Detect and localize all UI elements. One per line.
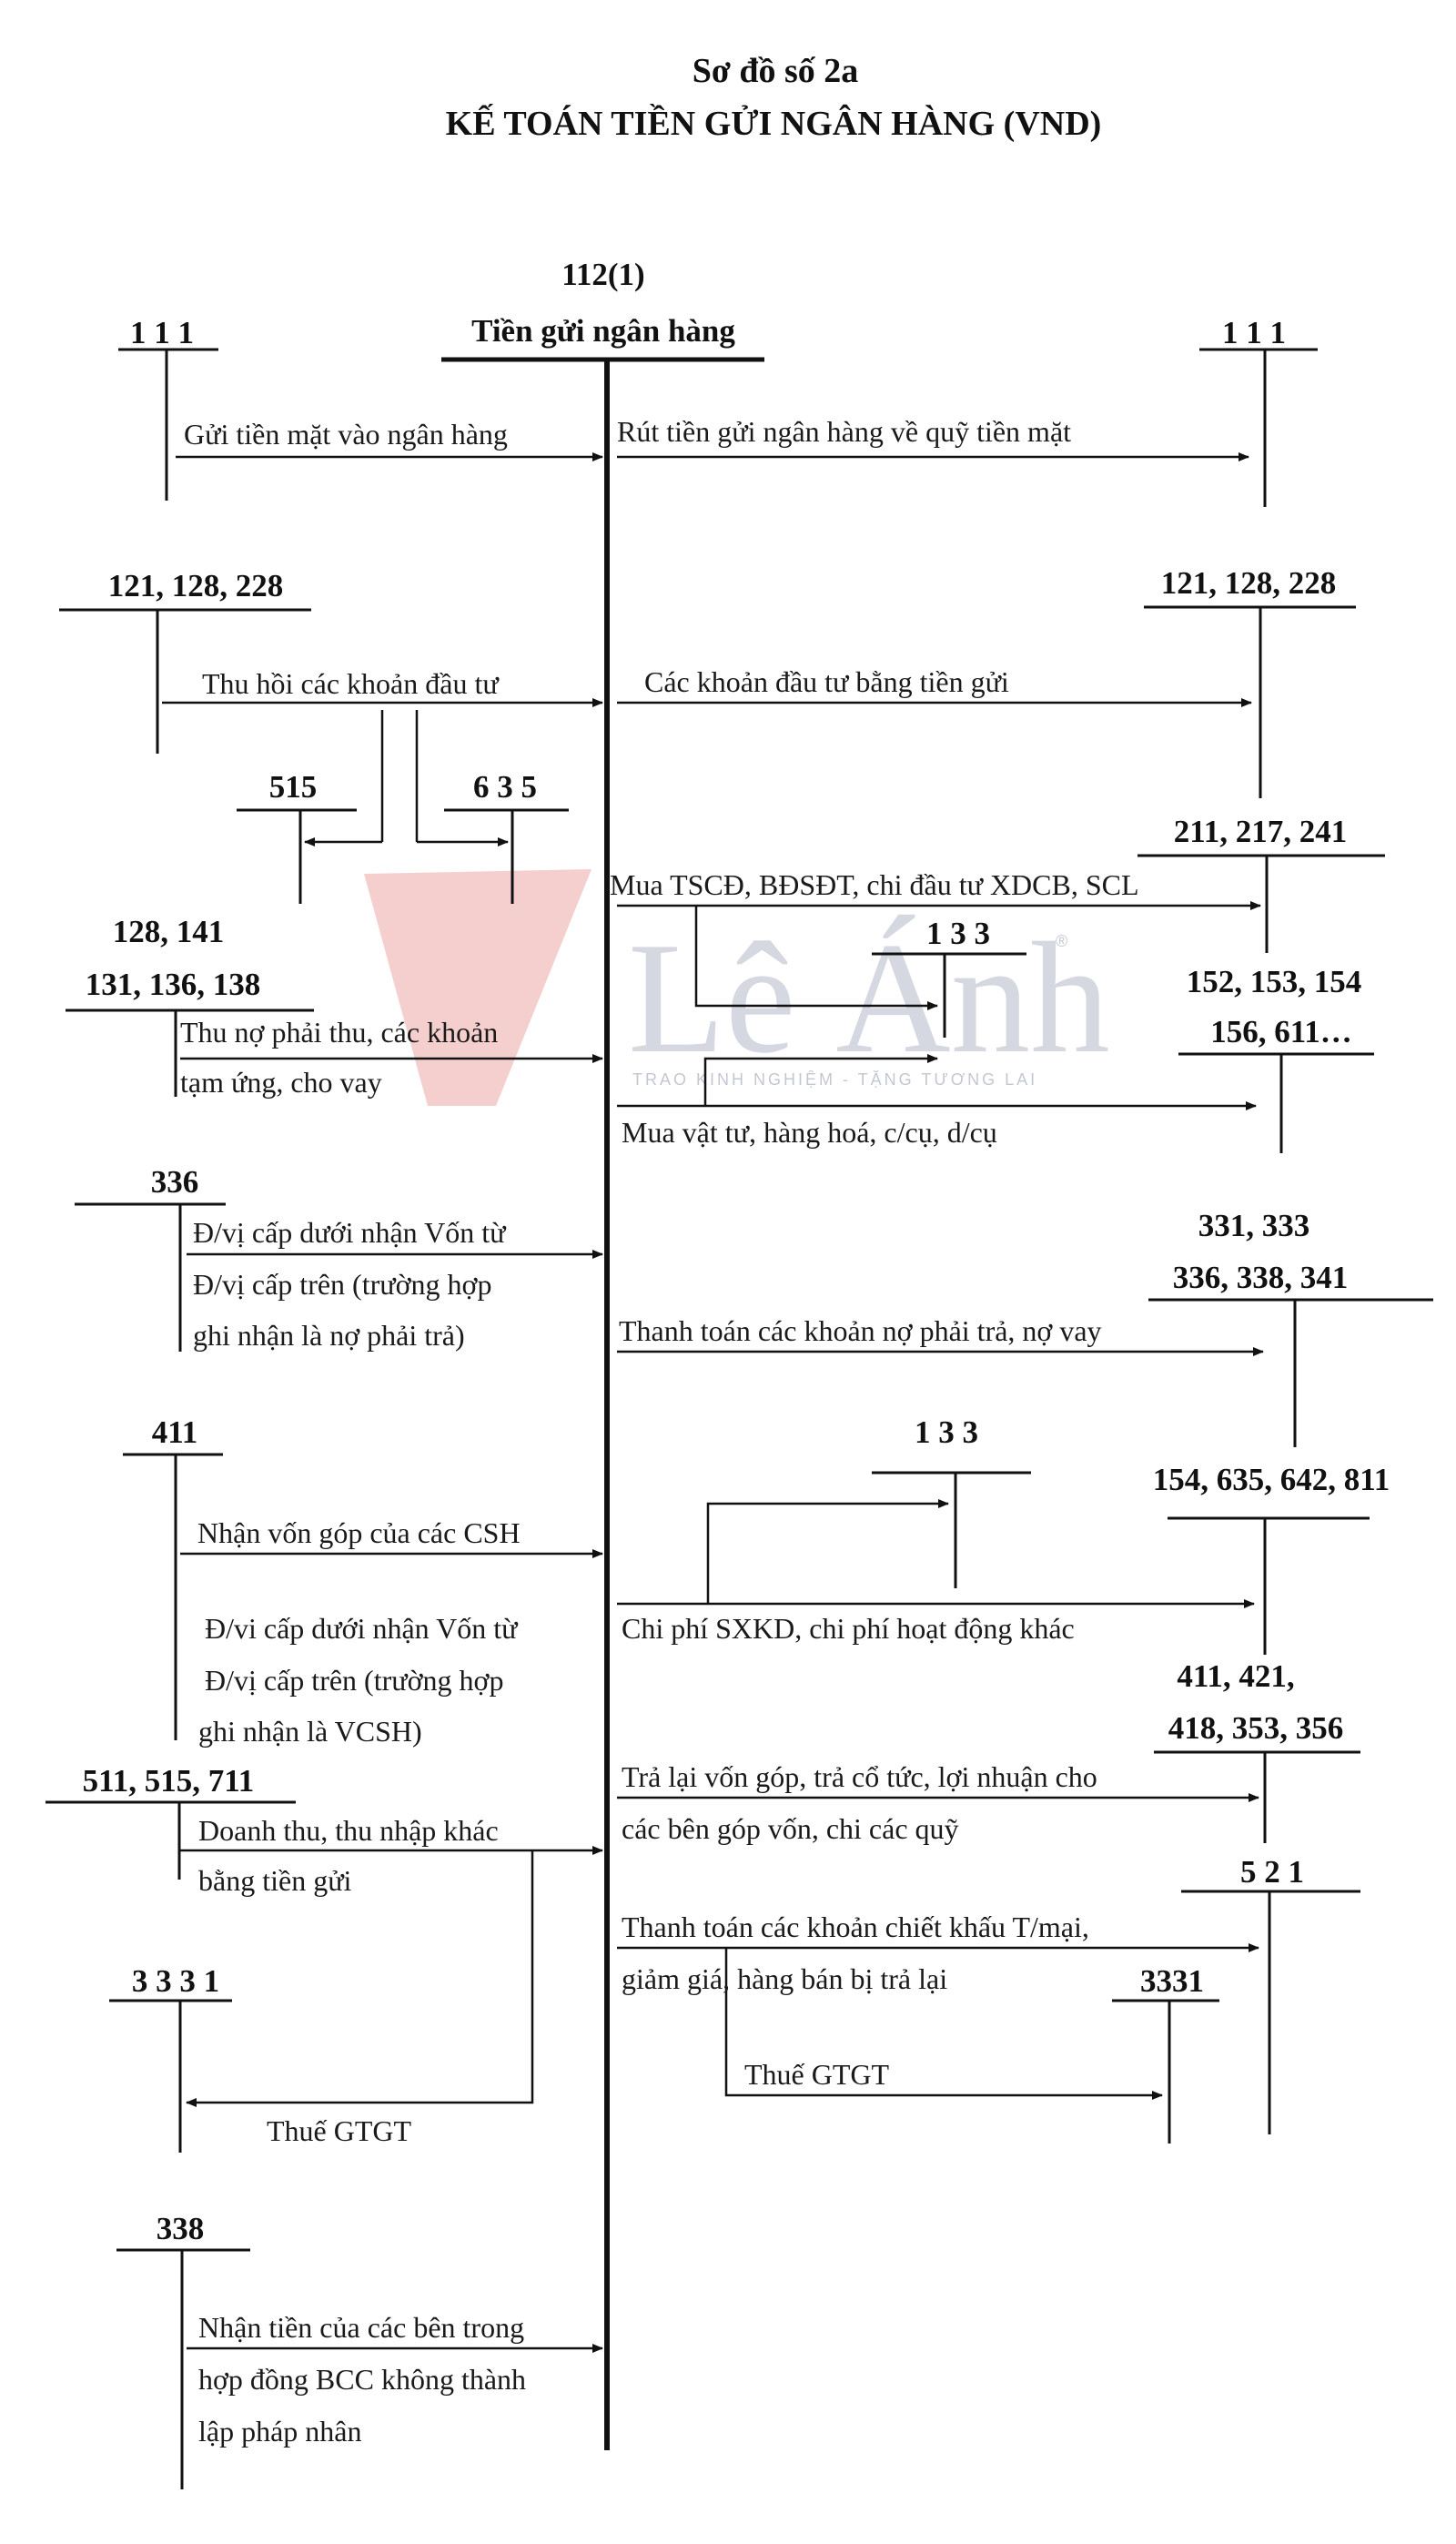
diagram-title: KẾ TOÁN TIỀN GỬI NGÂN HÀNG (VND)	[446, 104, 1102, 143]
watermark-slogan: TRAO KINH NGHIỆM - TẶNG TƯƠNG LAI	[632, 1070, 1037, 1089]
account-111-left: 1 1 1	[130, 315, 194, 350]
label-f18-line3: lập pháp nhân	[198, 2415, 362, 2448]
central-account-name: Tiền gửi ngân hàng	[471, 313, 735, 349]
account-3331-left: 3 3 3 1	[132, 1963, 219, 1999]
label-f7: Mua vật tư, hàng hoá, c/cụ, d/cụ	[622, 1116, 997, 1149]
watermark-brand: Lê Ánh	[628, 909, 1110, 1086]
account-331-333: 331, 333	[1198, 1208, 1310, 1243]
account-336: 336	[151, 1164, 199, 1200]
arrow-f11-to-133	[706, 1499, 949, 1604]
account-336-338-341: 336, 338, 341	[1173, 1260, 1349, 1295]
account-152-153-154: 152, 153, 154	[1187, 964, 1362, 999]
account-3331-right: 3331	[1140, 1963, 1204, 1999]
account-511-515-711: 511, 515, 711	[83, 1763, 255, 1799]
account-lines	[46, 348, 1433, 2489]
arrow-f16-to-3331	[186, 1850, 534, 2107]
arrow-f7-to-133	[703, 1054, 938, 1106]
account-121-right: 121, 128, 228	[1161, 565, 1337, 601]
label-f13-line2: các bên góp vốn, chi các quỹ	[622, 1812, 959, 1845]
arrow-f5-to-133	[694, 906, 938, 1010]
label-f6-line2: tạm ứng, cho vay	[180, 1066, 382, 1099]
watermark-registered-mark: ®	[1056, 932, 1070, 950]
account-521: 5 2 1	[1240, 1854, 1304, 1890]
label-f9: Thanh toán các khoản nợ phải trả, nợ vay	[619, 1314, 1102, 1347]
label-f14-line1: Doanh thu, thu nhập khác	[198, 1814, 499, 1847]
watermark: Lê Ánh ® TRAO KINH NGHIỆM - TẶNG TƯƠNG L…	[364, 869, 1110, 1106]
label-f8-line2: Đ/vị cấp trên (trường hợp	[193, 1268, 491, 1301]
label-f3: Thu hồi các khoản đầu tư	[202, 667, 500, 700]
flow-arrows	[162, 452, 1264, 2353]
label-f16: Thuế GTGT	[267, 2114, 412, 2147]
label-f12-line3: ghi nhận là VCSH)	[198, 1715, 422, 1748]
account-211-217-241: 211, 217, 241	[1174, 814, 1348, 849]
label-f13-line1: Trả lại vốn góp, trả cổ tức, lợi nhuận c…	[622, 1760, 1097, 1793]
account-133-mid: 1 3 3	[915, 1414, 978, 1450]
central-t-account: 112(1) Tiền gửi ngân hàng	[441, 257, 764, 2450]
account-labels: 1 1 1 1 1 1 121, 128, 228 121, 128, 228 …	[83, 315, 1390, 2246]
label-f15-line2: giảm giá, hàng bán bị trả lại	[622, 1962, 947, 1995]
account-128-141: 128, 141	[113, 914, 225, 949]
account-154-635-642-811: 154, 635, 642, 811	[1153, 1462, 1390, 1497]
label-f1: Gửi tiền mặt vào ngân hàng	[184, 418, 508, 451]
label-f8-line1: Đ/vị cấp dưới nhận Vốn từ	[193, 1216, 507, 1249]
label-f4: Các khoản đầu tư bằng tiền gửi	[644, 665, 1009, 698]
account-411: 411	[152, 1414, 198, 1450]
flow-labels: Gửi tiền mặt vào ngân hàng Rút tiền gửi …	[180, 415, 1139, 2448]
label-f18-line1: Nhận tiền của các bên trong	[198, 2311, 524, 2344]
label-f6-line1: Thu nợ phải thu, các khoản	[180, 1016, 498, 1049]
label-f14-line2: bằng tiền gửi	[198, 1864, 352, 1897]
label-f12-line2: Đ/vị cấp trên (trường hợp	[205, 1664, 503, 1697]
label-f2: Rút tiền gửi ngân hàng về quỹ tiền mặt	[617, 415, 1071, 448]
account-121-left: 121, 128, 228	[108, 568, 284, 603]
central-account-code: 112(1)	[561, 257, 644, 292]
label-f17: Thuế GTGT	[744, 2058, 890, 2091]
account-133-top: 1 3 3	[926, 916, 990, 951]
account-515: 515	[269, 769, 318, 805]
arrow-f17-to-3331	[724, 1948, 1163, 2100]
label-f15-line1: Thanh toán các khoản chiết khấu T/mại,	[622, 1911, 1089, 1943]
account-635: 6 3 5	[473, 769, 537, 805]
account-338: 338	[157, 2211, 205, 2246]
diagram-subtitle: Sơ đồ số 2a	[693, 52, 859, 90]
watermark-red-shape	[364, 869, 592, 1106]
account-111-right: 1 1 1	[1222, 315, 1286, 350]
account-411-421: 411, 421,	[1177, 1658, 1294, 1694]
label-f10: Nhận vốn góp của các CSH	[197, 1516, 521, 1549]
account-418-353-356: 418, 353, 356	[1168, 1710, 1344, 1746]
label-f18-line2: hợp đồng BCC không thành	[198, 2363, 526, 2396]
label-f12-line1: Đ/vi cấp dưới nhận Vốn từ	[205, 1612, 519, 1645]
account-131-136-138: 131, 136, 138	[86, 967, 261, 1002]
account-156-611: 156, 611…	[1210, 1014, 1352, 1049]
label-f11: Chi phí SXKD, chi phí hoạt động khác	[622, 1612, 1075, 1645]
label-f8-line3: ghi nhận là nợ phải trả)	[193, 1319, 465, 1352]
label-f5: Mua TSCĐ, BĐSĐT, chi đầu tư XDCB, SCL	[610, 868, 1139, 901]
